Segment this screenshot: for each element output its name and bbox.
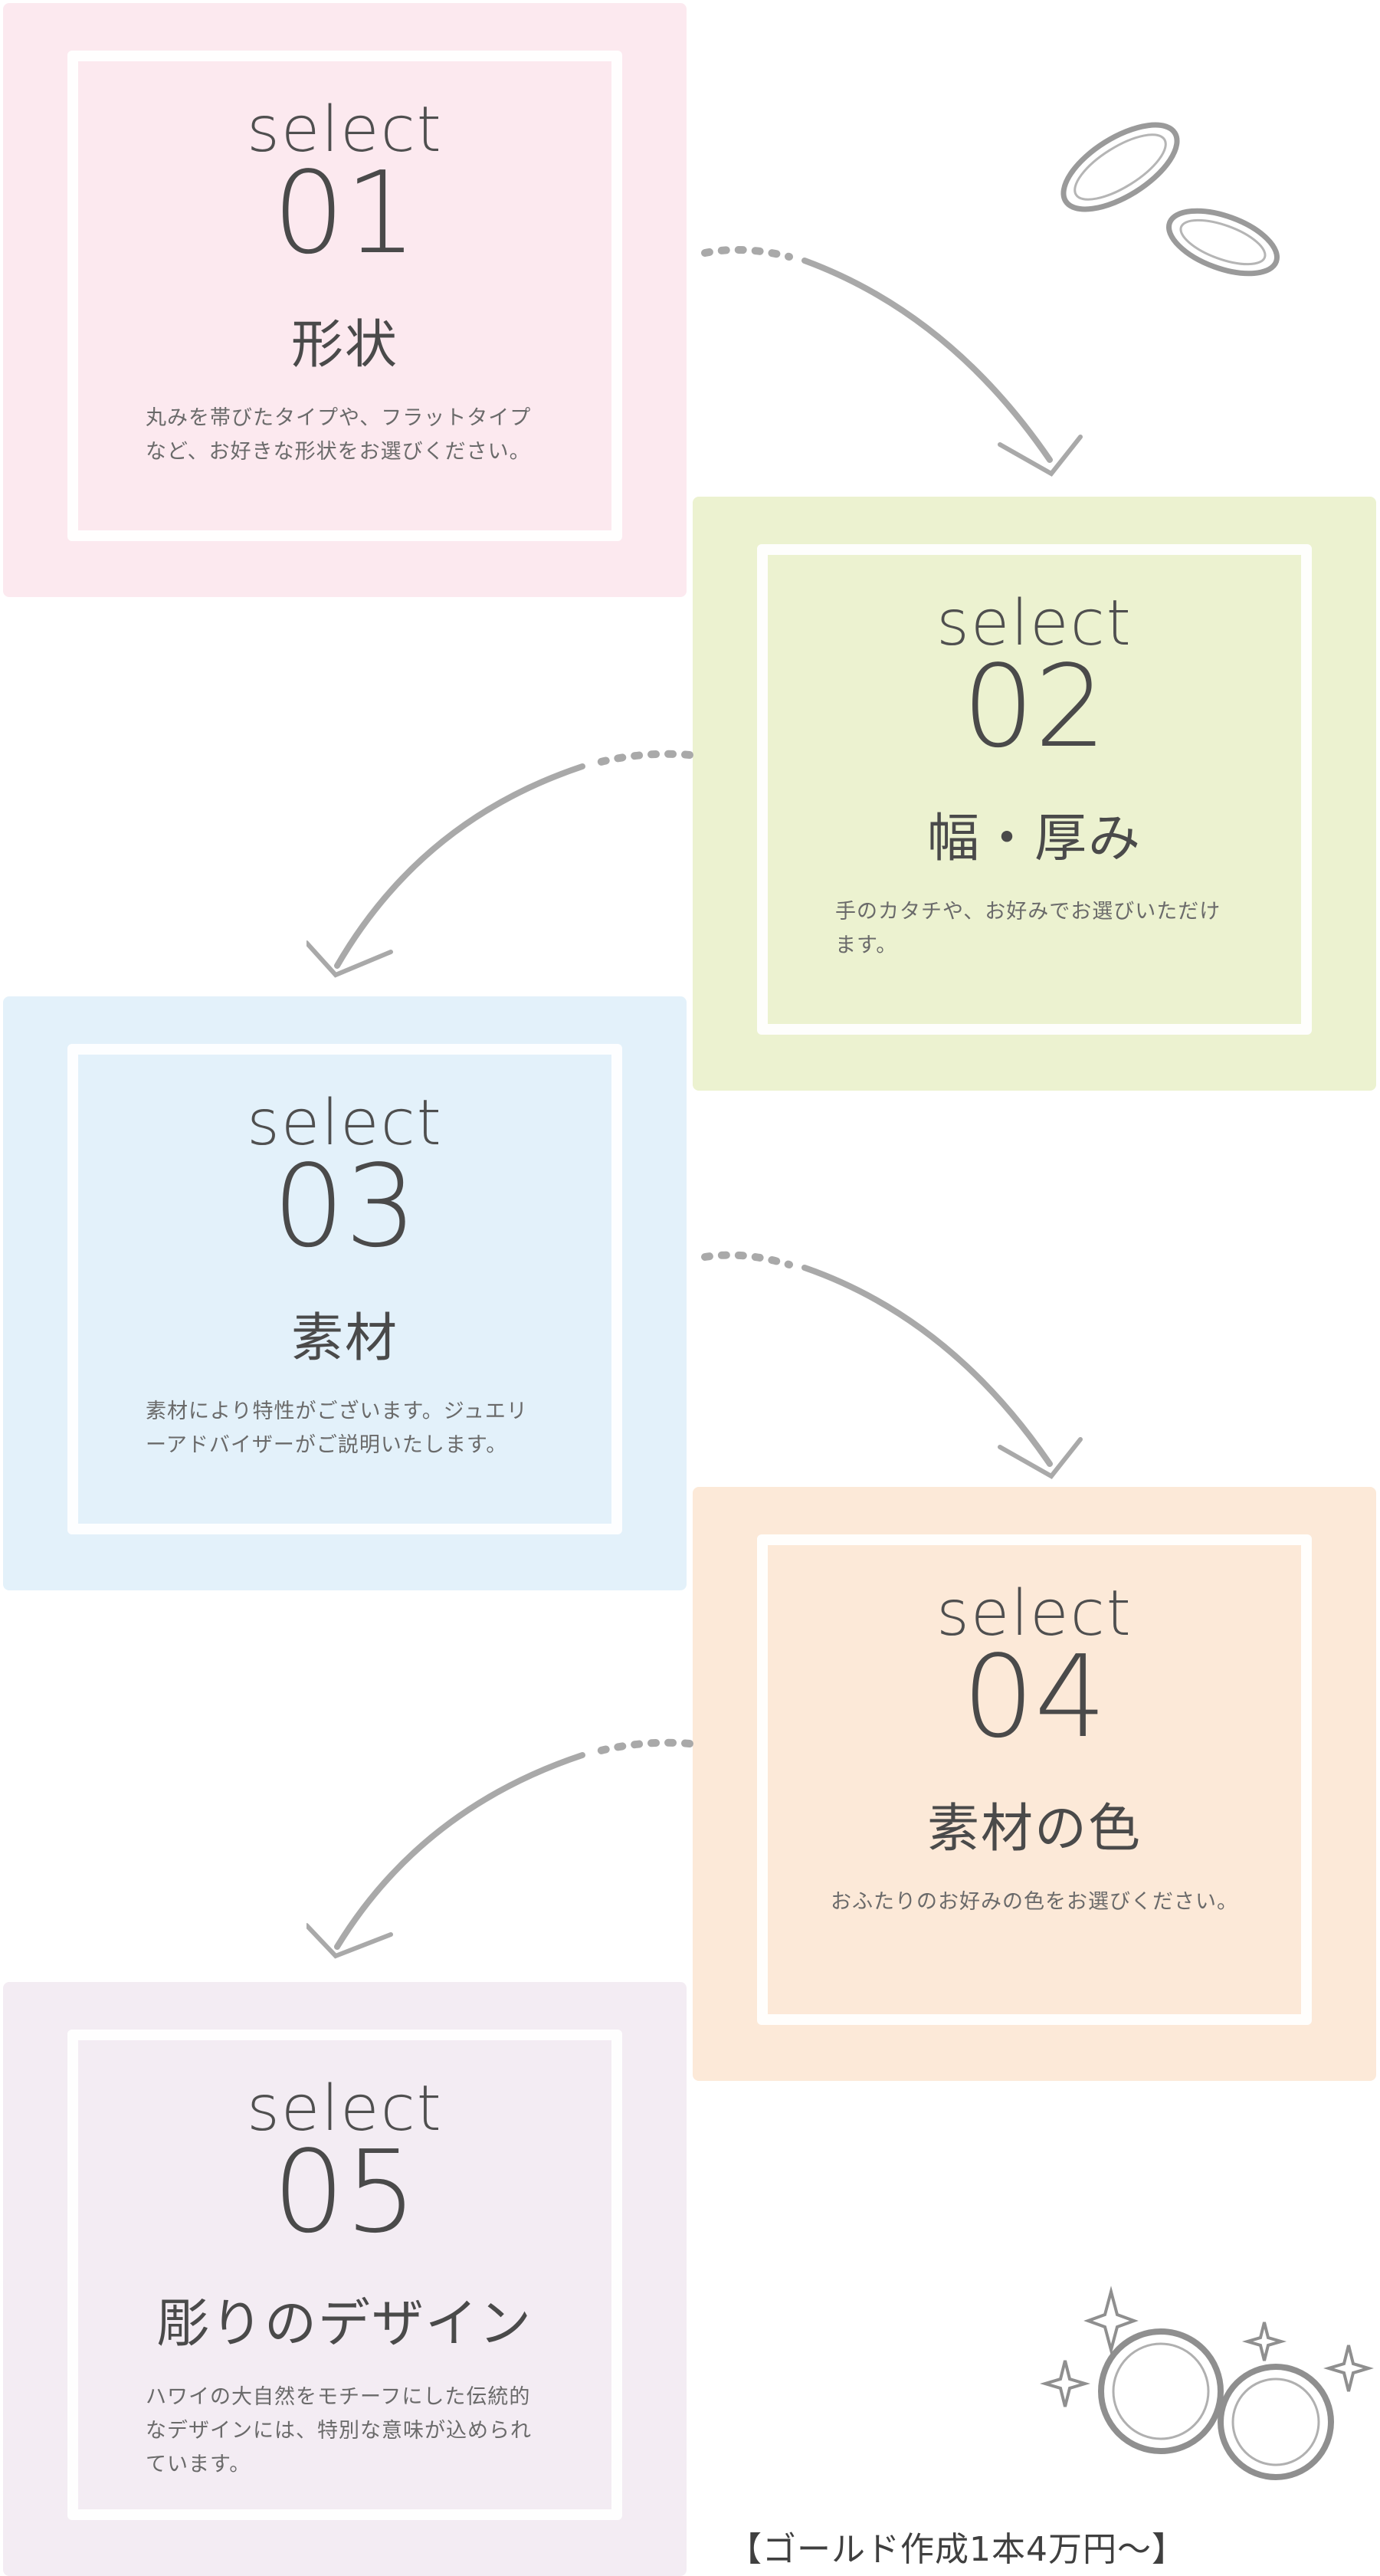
desc-line: ています。 bbox=[146, 2453, 251, 2476]
step-number: 03 bbox=[272, 1140, 418, 1272]
step-description: 丸みを帯びたタイプや、フラットタイプ など、お好きな形状をお選びください。 bbox=[146, 402, 559, 469]
step-description: おふたりのお好みの色をお選びください。 bbox=[831, 1885, 1260, 1919]
desc-line: 素材により特性がございます。ジュエリ bbox=[146, 1400, 528, 1423]
step-heading: 幅・厚み bbox=[926, 809, 1142, 869]
step-card-01: select 01 形状 丸みを帯びたタイプや、フラットタイプ など、お好きな形… bbox=[3, 3, 687, 597]
step-card-05: select 05 彫りのデザイン ハワイの大自然をモチーフにした伝統的 なデザ… bbox=[3, 1982, 687, 2576]
step-card-04: select 04 素材の色 おふたりのお好みの色をお選びください。 bbox=[693, 1487, 1376, 2081]
step-number: 02 bbox=[962, 641, 1107, 773]
step-heading: 素材の色 bbox=[926, 1799, 1142, 1859]
desc-line: おふたりのお好みの色をお選びください。 bbox=[831, 1890, 1238, 1914]
step-heading: 素材 bbox=[290, 1308, 398, 1369]
select-label: select bbox=[936, 1577, 1133, 1650]
desc-line: 丸みを帯びたタイプや、フラットタイプ bbox=[146, 406, 532, 430]
step-heading: 形状 bbox=[290, 315, 398, 376]
select-label: select bbox=[247, 1087, 443, 1160]
step-description: ハワイの大自然をモチーフにした伝統的 なデザインには、特別な意味が込められ てい… bbox=[146, 2381, 559, 2482]
desc-line: ーアドバイザーがご説明いたします。 bbox=[146, 1433, 508, 1457]
step-card-03: select 03 素材 素材により特性がございます。ジュエリ ーアドバイザーが… bbox=[3, 996, 687, 1590]
desc-line: 手のカタチや、お好みでお選びいただけ bbox=[835, 900, 1221, 924]
sparkling-rings-icon bbox=[1040, 2286, 1374, 2480]
card-frame bbox=[757, 544, 1312, 1035]
curved-arrow-icon bbox=[701, 1251, 1083, 1479]
curved-arrow-icon bbox=[306, 1738, 693, 1959]
price-note: 【ゴールド作成1本4万円〜】 bbox=[728, 2530, 1186, 2569]
wedding-rings-icon bbox=[1060, 122, 1280, 277]
desc-line: ます。 bbox=[835, 934, 898, 957]
curved-arrow-icon bbox=[701, 246, 1083, 477]
step-number: 05 bbox=[272, 2126, 418, 2258]
curved-arrow-icon bbox=[306, 750, 693, 978]
select-label: select bbox=[247, 2072, 443, 2145]
step-description: 素材により特性がございます。ジュエリ ーアドバイザーがご説明いたします。 bbox=[146, 1395, 559, 1462]
step-heading: 彫りのデザイン bbox=[156, 2294, 533, 2354]
step-number: 04 bbox=[962, 1631, 1107, 1763]
select-label: select bbox=[936, 587, 1133, 660]
card-frame bbox=[67, 51, 622, 541]
step-number: 01 bbox=[272, 147, 418, 279]
desc-line: なデザインには、特別な意味が込められ bbox=[146, 2419, 532, 2443]
select-label: select bbox=[247, 94, 443, 166]
desc-line: など、お好きな形状をお選びください。 bbox=[146, 440, 531, 464]
desc-line: ハワイの大自然をモチーフにした伝統的 bbox=[146, 2385, 531, 2409]
card-frame bbox=[67, 1044, 622, 1534]
step-description: 手のカタチや、お好みでお選びいただけ ます。 bbox=[835, 895, 1249, 963]
card-frame bbox=[757, 1534, 1312, 2025]
step-card-02: select 02 幅・厚み 手のカタチや、お好みでお選びいただけ ます。 bbox=[693, 497, 1376, 1091]
card-frame bbox=[67, 2030, 622, 2520]
